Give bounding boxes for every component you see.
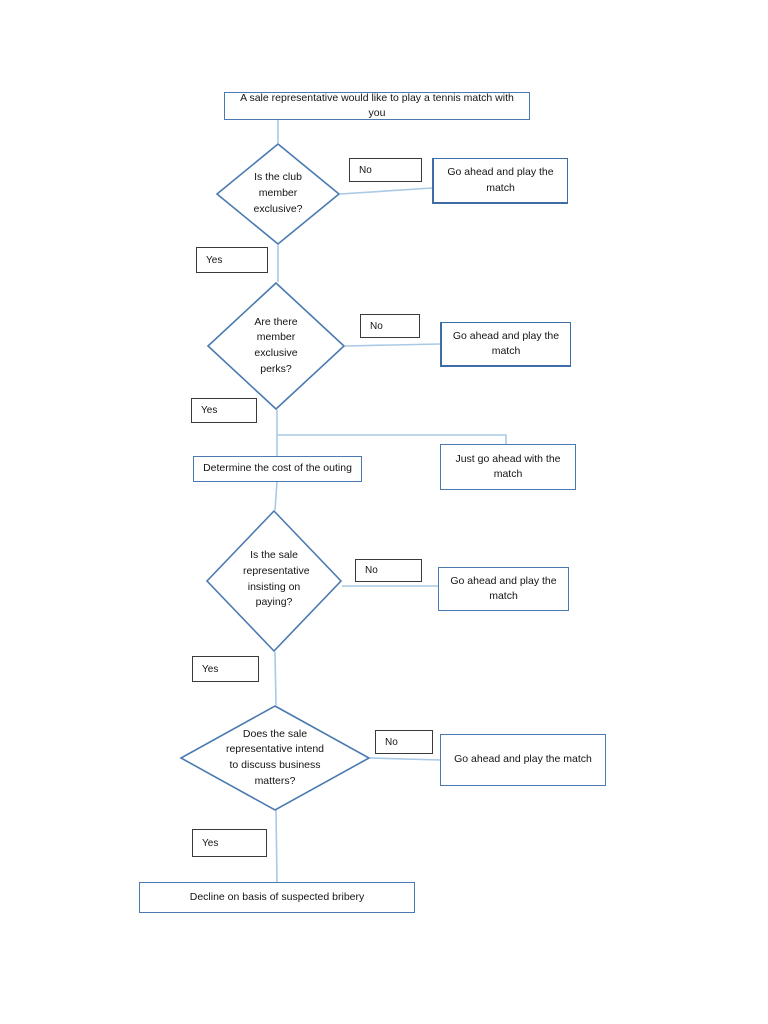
label-yes-4-text: Yes — [202, 837, 219, 849]
decision-representative-insisting-on-paying[interactable]: Is the sale representative insisting on … — [205, 509, 343, 653]
connector-decision3-yes — [274, 651, 277, 706]
diamond-shape-2 — [206, 281, 346, 411]
end-node-decline[interactable]: Decline on basis of suspected bribery — [139, 882, 415, 913]
label-no-3-text: No — [365, 565, 378, 576]
diamond-shape-4 — [179, 705, 371, 811]
decision-club-member-exclusive[interactable]: Is the club member exclusive? — [215, 142, 341, 246]
outcome-5-label: Go ahead and play the match — [454, 753, 592, 766]
label-yes-2: Yes — [191, 398, 257, 423]
diamond-shape-1 — [215, 142, 341, 246]
process-determine-cost-label: Determine the cost of the outing — [203, 462, 352, 475]
outcome-5-node[interactable]: Go ahead and play the match — [440, 734, 606, 786]
outcome-3-label: Just go ahead with the match — [455, 452, 561, 480]
connector-branch-to-just-go-ahead — [277, 434, 507, 444]
label-no-1: No — [349, 158, 422, 182]
connector-decision1-no — [339, 187, 433, 195]
outcome-1-node[interactable]: Go ahead and play the match — [432, 158, 568, 204]
label-no-4-text: No — [385, 736, 398, 748]
outcome-3-node[interactable]: Just go ahead with the match — [440, 444, 576, 490]
connector-decision4-no — [369, 757, 441, 761]
start-node[interactable]: A sale representative would like to play… — [224, 92, 530, 120]
label-yes-3-text: Yes — [202, 663, 219, 675]
label-no-2-text: No — [370, 320, 383, 332]
label-no-1-text: No — [359, 164, 372, 176]
end-node-label: Decline on basis of suspected bribery — [189, 890, 365, 903]
label-yes-1-text: Yes — [206, 254, 223, 266]
label-no-4: No — [375, 730, 433, 754]
diamond-shape-3 — [205, 509, 343, 653]
process-determine-cost[interactable]: Determine the cost of the outing — [193, 456, 362, 482]
outcome-4-node[interactable]: Go ahead and play the match — [438, 567, 569, 611]
connector-decision4-yes — [275, 809, 278, 883]
connector-cost-to-decision3 — [274, 481, 278, 511]
label-no-2: No — [360, 314, 420, 338]
label-yes-2-text: Yes — [201, 405, 218, 416]
start-node-label: A sale representative would like to play… — [240, 91, 514, 119]
connector-decision2-no — [344, 343, 441, 347]
outcome-4-label: Go ahead and play the match — [450, 574, 557, 602]
decision-member-exclusive-perks[interactable]: Are there member exclusive perks? — [206, 281, 346, 411]
label-yes-3: Yes — [192, 656, 259, 682]
label-yes-4: Yes — [192, 829, 267, 857]
outcome-2-label: Go ahead and play the match — [452, 329, 560, 357]
outcome-1-label: Go ahead and play the match — [447, 166, 554, 194]
label-yes-1: Yes — [196, 247, 268, 273]
decision-discuss-business-matters[interactable]: Does the sale representative intend to d… — [179, 705, 371, 811]
outcome-2-node[interactable]: Go ahead and play the match — [440, 322, 571, 367]
label-no-3: No — [355, 559, 422, 582]
